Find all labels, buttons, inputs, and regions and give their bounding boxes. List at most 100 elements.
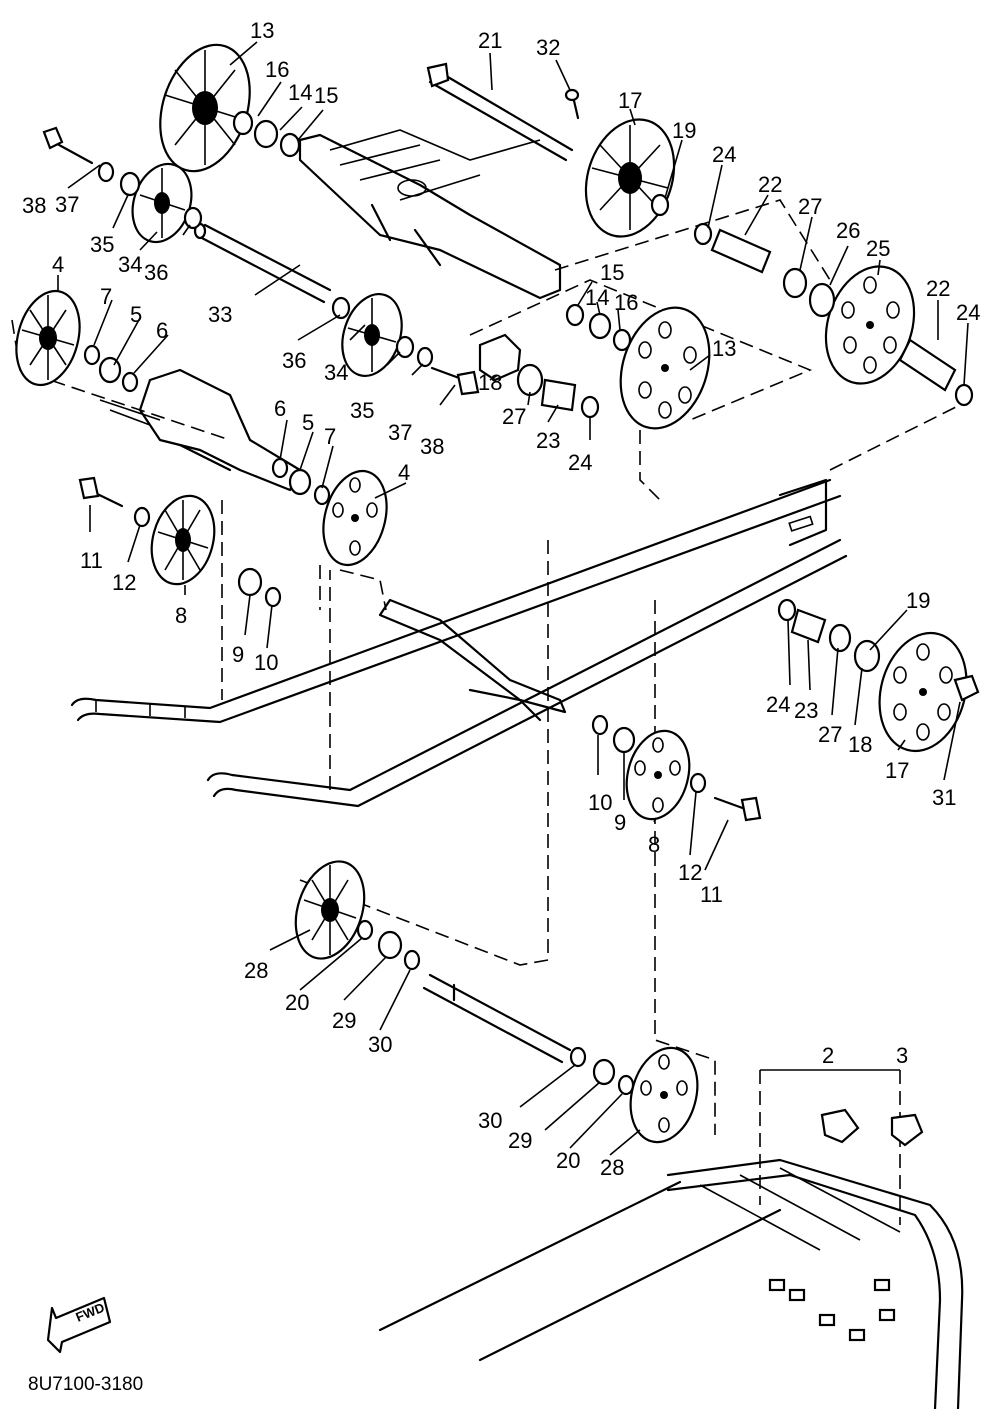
- pin-32: [564, 88, 580, 120]
- part-number-label: 36: [282, 348, 306, 373]
- forward-direction-arrow: FWD: [46, 1296, 112, 1354]
- part-number-label: 33: [208, 302, 232, 327]
- part-number-label: 21: [478, 28, 502, 53]
- part-number-label: 17: [885, 758, 909, 783]
- part-number-label: 13: [712, 336, 736, 361]
- wheel-28-lower: [629, 1046, 699, 1144]
- part-number-label: 16: [265, 57, 289, 82]
- part-number-label: 7: [324, 424, 336, 449]
- part-number-label: 24: [956, 300, 980, 325]
- part-number-label: 29: [332, 1008, 356, 1033]
- part-number-label: 11: [80, 548, 103, 573]
- wheel-13-upper: [159, 43, 251, 173]
- part-number-label: 6: [156, 318, 168, 343]
- part-number-label: 8: [175, 603, 187, 628]
- part-number-label: 36: [144, 260, 168, 285]
- wheel-17-right: [878, 631, 968, 753]
- part-number-label: 10: [254, 650, 278, 675]
- part-number-label: 9: [614, 810, 626, 835]
- part-number-label: 11: [700, 882, 723, 907]
- left-slide-rail: [70, 478, 842, 724]
- part-number-label: 19: [906, 588, 930, 613]
- part-number-label: 4: [398, 460, 410, 485]
- part-number-label: 5: [130, 302, 142, 327]
- part-number-label: 38: [22, 193, 46, 218]
- part-number-label: 14: [288, 80, 312, 105]
- part-number-label: 6: [274, 396, 286, 421]
- part-number-label: 13: [250, 18, 274, 43]
- clip-3: [890, 1113, 924, 1147]
- part-number-label: 8: [648, 832, 660, 857]
- part-number-label: 22: [926, 276, 950, 301]
- bearings-and-collars: [83, 110, 980, 1096]
- clip-2: [820, 1108, 860, 1144]
- part-number-label: 37: [55, 192, 79, 217]
- part-number-label: 20: [285, 990, 309, 1015]
- part-number-label: 15: [314, 83, 338, 108]
- part-number-label: 35: [90, 232, 114, 257]
- part-number-label: 18: [848, 732, 872, 757]
- part-number-label: 30: [478, 1108, 502, 1133]
- part-number-label: 23: [536, 428, 560, 453]
- part-number-label: 37: [388, 420, 412, 445]
- part-number-label: 28: [244, 958, 268, 983]
- wheel-8-left: [150, 494, 216, 586]
- part-number-label: 16: [614, 290, 638, 315]
- part-number-label: 25: [866, 236, 890, 261]
- part-number-label: 24: [568, 450, 592, 475]
- wheel-8-right: [625, 729, 691, 821]
- rear-arm-assembly: [99, 368, 567, 722]
- fwd-label: FWD: [74, 1300, 107, 1325]
- part-number-label: 12: [678, 860, 702, 885]
- part-number-label: 19: [672, 118, 696, 143]
- lower-shaft: [422, 973, 572, 1064]
- part-number-label: 30: [368, 1032, 392, 1057]
- guide-lines: [11, 199, 971, 1225]
- part-number-label: 23: [794, 698, 818, 723]
- part-number-label: 10: [588, 790, 612, 815]
- part-number-label: 4: [52, 252, 64, 277]
- part-number-label: 12: [112, 570, 136, 595]
- part-number-label: 31: [932, 785, 956, 810]
- part-number-label: 3: [896, 1043, 908, 1068]
- part-number-label: 5: [302, 410, 314, 435]
- front-arm-assembly: [298, 129, 562, 300]
- bolts: [42, 126, 762, 822]
- right-slide-rail: [206, 478, 848, 808]
- part-number-label: 20: [556, 1148, 580, 1173]
- leader-lines: [57, 41, 969, 1156]
- part-number-label: 7: [100, 284, 112, 309]
- track-belt: [378, 1158, 964, 1409]
- wheel-4-right: [322, 469, 388, 567]
- wheel-25: [824, 265, 916, 385]
- wheel-28-upper: [294, 860, 366, 960]
- wheel-13-right: [619, 306, 711, 430]
- wheel-34-lower: [341, 293, 403, 377]
- wheel-34-upper: [131, 162, 193, 244]
- part-number-label: 2: [822, 1043, 834, 1068]
- wheel-4-left: [15, 289, 81, 387]
- part-number-label: 29: [508, 1128, 532, 1153]
- part-number-label: 17: [618, 88, 642, 113]
- diagram-code: 8U7100-3180: [28, 1374, 143, 1395]
- part-number-label: 15: [600, 260, 624, 285]
- part-number-label: 22: [758, 172, 782, 197]
- part-number-label: 32: [536, 35, 560, 60]
- part-number-label: 38: [420, 434, 444, 459]
- part-number-label: 27: [502, 404, 526, 429]
- part-number-label: 35: [350, 398, 374, 423]
- part-number-label: 24: [712, 142, 736, 167]
- part-number-label: 27: [818, 722, 842, 747]
- part-number-label: 24: [766, 692, 790, 717]
- part-number-label: 27: [798, 194, 822, 219]
- shaft-21: [426, 62, 574, 162]
- part-number-label: 9: [232, 642, 244, 667]
- part-number-label: 18: [478, 370, 502, 395]
- part-number-label: 34: [118, 252, 142, 277]
- part-number-label: 14: [585, 285, 609, 310]
- part-number-label: 26: [836, 218, 860, 243]
- part-number-label: 34: [324, 360, 348, 385]
- part-number-label: 28: [600, 1155, 624, 1180]
